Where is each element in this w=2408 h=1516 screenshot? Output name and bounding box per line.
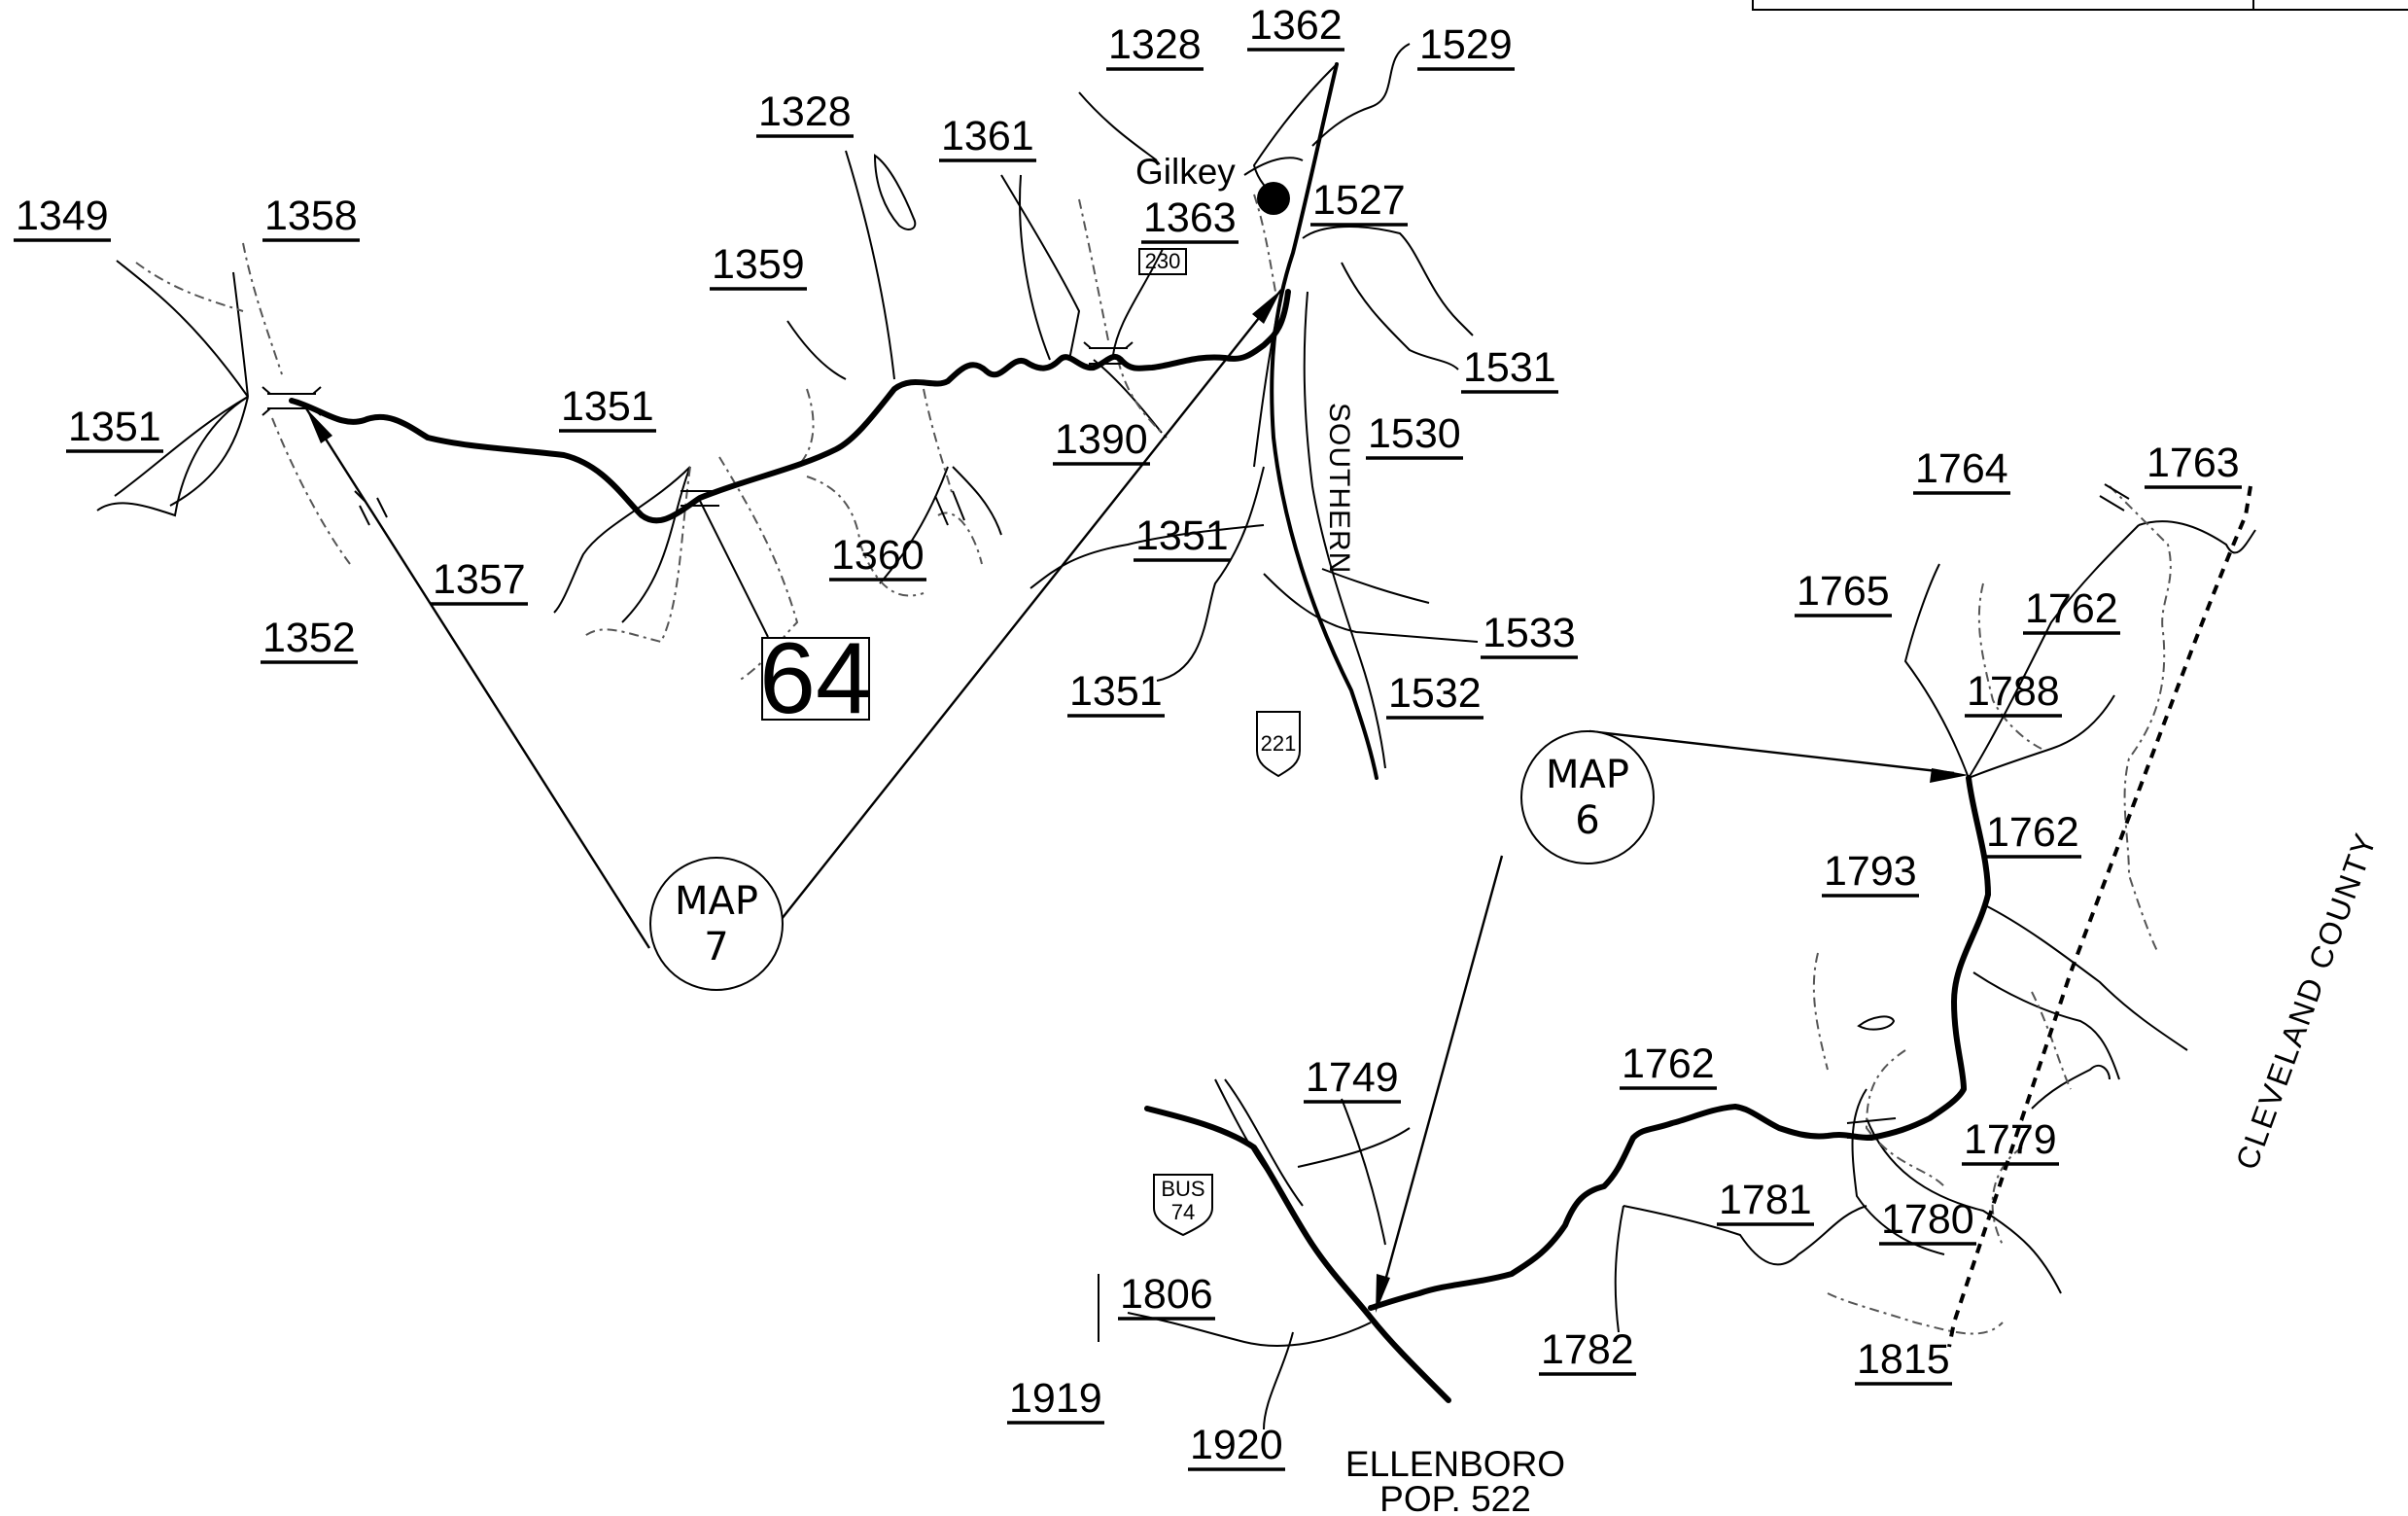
svg-text:7: 7 bbox=[704, 925, 728, 970]
road-number-label: 1362 bbox=[1249, 2, 1343, 49]
bridge-symbols bbox=[262, 341, 1134, 526]
road-number-label: 1781 bbox=[1719, 1177, 1812, 1223]
svg-text:230: 230 bbox=[1145, 249, 1181, 273]
road-number-label: 1763 bbox=[2146, 440, 2240, 486]
route-64 bbox=[289, 289, 1291, 524]
road-number-label: 1779 bbox=[1964, 1116, 2057, 1163]
road-number-label: 1533 bbox=[1483, 610, 1576, 656]
road-number-label: 1361 bbox=[941, 113, 1034, 159]
map6-secondary-roads bbox=[1098, 520, 2256, 1430]
road-number-label: 1788 bbox=[1967, 668, 2060, 715]
road-number-labels: 1349 1358 1359 1328 1361 1328 1362 1529 1363 1527… bbox=[14, 2, 2242, 1471]
map7-callout: MAP 7 bbox=[304, 289, 1282, 991]
road-number-label: 1815 bbox=[1857, 1336, 1950, 1383]
us-221-shield: 221 bbox=[1256, 711, 1301, 778]
road-number-label: 1527 bbox=[1312, 177, 1406, 224]
county-line bbox=[1947, 485, 2252, 1348]
road-number-label: 1529 bbox=[1419, 21, 1513, 68]
svg-text:64: 64 bbox=[759, 622, 872, 735]
road-number-label: 1919 bbox=[1009, 1375, 1102, 1422]
road-number-label: 1351 bbox=[1069, 668, 1163, 715]
map6-callout: MAP 6 bbox=[1376, 729, 1969, 1313]
svg-text:MAP: MAP bbox=[1546, 753, 1629, 797]
road-number-label: 1762 bbox=[1622, 1040, 1715, 1087]
road-number-label: 1351 bbox=[561, 383, 654, 430]
bus-74-shield: BUS 74 bbox=[1153, 1174, 1213, 1237]
inset-frame bbox=[1752, 0, 2408, 11]
road-number-label: 1782 bbox=[1541, 1326, 1634, 1373]
road-number-label: 1764 bbox=[1915, 445, 2008, 492]
svg-text:6: 6 bbox=[1575, 798, 1599, 843]
ellenboro-label: ELLENBORO bbox=[1345, 1444, 1565, 1484]
road-number-label: 1390 bbox=[1055, 416, 1148, 463]
road-number-label: 1765 bbox=[1797, 568, 1890, 615]
ellenboro-population: POP. 522 bbox=[1379, 1479, 1531, 1516]
gilkey-marker bbox=[1257, 182, 1290, 215]
svg-text:MAP: MAP bbox=[675, 879, 758, 924]
road-number-label: 1351 bbox=[68, 404, 161, 450]
road-number-label: 1328 bbox=[1108, 21, 1202, 68]
cleveland-county-label: CLEVELAND COUNTY bbox=[2229, 828, 2384, 1175]
svg-text:BUS: BUS bbox=[1161, 1177, 1204, 1201]
road-number-label: 1357 bbox=[433, 556, 526, 603]
road-number-label: 1359 bbox=[712, 241, 805, 288]
road-number-label: 1920 bbox=[1190, 1422, 1283, 1468]
bus-74 bbox=[1144, 1106, 1451, 1403]
road-number-label: 1531 bbox=[1463, 344, 1556, 391]
box-230: 230 bbox=[1112, 248, 1187, 356]
road-number-label: 1349 bbox=[16, 193, 109, 239]
road-number-label: 1352 bbox=[262, 615, 356, 661]
road-number-label: 1328 bbox=[758, 88, 852, 135]
map6-unpaved-roads bbox=[1812, 485, 2172, 1335]
svg-text:221: 221 bbox=[1261, 731, 1297, 756]
pond bbox=[873, 154, 917, 230]
map7-secondary-roads bbox=[96, 43, 1479, 682]
southern-railroad-label: SOUTHERN bbox=[1323, 403, 1355, 574]
pond bbox=[1857, 1015, 1896, 1031]
road-number-label: 1749 bbox=[1306, 1054, 1399, 1101]
gilkey-label: Gilkey bbox=[1135, 152, 1236, 192]
svg-text:74: 74 bbox=[1171, 1200, 1195, 1224]
road-number-label: 1780 bbox=[1881, 1196, 1974, 1243]
railroad bbox=[1214, 1078, 1279, 1187]
road-number-label: 1530 bbox=[1368, 410, 1461, 457]
road-number-label: 1358 bbox=[264, 193, 358, 239]
route-1762 bbox=[1368, 775, 1991, 1311]
bridge-symbols bbox=[1846, 483, 2130, 1139]
road-number-label: 1363 bbox=[1143, 194, 1237, 241]
road-number-label: 1351 bbox=[1135, 512, 1229, 559]
road-number-label: 1360 bbox=[831, 532, 925, 579]
us-221 bbox=[1270, 62, 1378, 780]
road-number-label: 1762 bbox=[2025, 585, 2118, 632]
road-number-label: 1806 bbox=[1120, 1271, 1213, 1318]
road-number-label: 1762 bbox=[1986, 809, 2079, 856]
road-number-label: 1532 bbox=[1388, 670, 1482, 717]
route-64-box: 64 bbox=[699, 500, 872, 735]
road-number-label: 1793 bbox=[1824, 848, 1917, 895]
southern-railroad bbox=[1303, 291, 1386, 769]
